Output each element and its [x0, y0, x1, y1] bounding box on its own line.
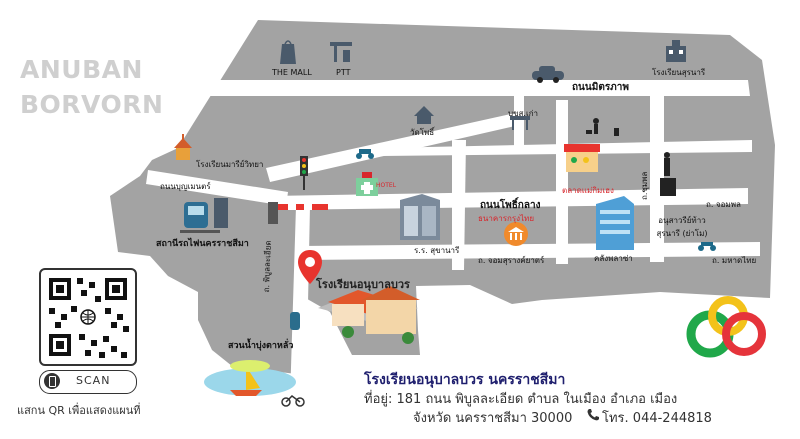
road-bunbueang [146, 170, 288, 206]
label-hospital: ร.ร. สุขานารี [414, 246, 460, 255]
park-icon [204, 360, 296, 396]
label-wat-phothi: วัดโพธิ์ [410, 128, 435, 137]
label-the-mall: THE MALL [272, 68, 312, 77]
market-icon [564, 144, 600, 172]
label-bank: ธนาคารกรุงไทย [478, 214, 535, 223]
school-logo [686, 296, 766, 358]
traffic-light-icon [300, 156, 308, 190]
motorbike-icon [356, 149, 374, 159]
qr-pattern-icon [49, 278, 129, 358]
address-line1: ที่อยู่: 181 ถนน พิบูลละเอียด ตำบล ในเมื… [364, 392, 678, 407]
road-v1 [452, 140, 466, 270]
label-market: ตลาดแม่กิมเฮง [562, 186, 614, 195]
church-icon [174, 134, 192, 160]
address-title: โรงเรียนอนุบาลบวร นครราชสีมา [364, 372, 566, 388]
bank-icon [504, 222, 528, 246]
shopping-plaza-icon [596, 196, 634, 250]
railway-crossing-icon [268, 202, 328, 224]
scan-caption: แสกน QR เพื่อแสดงแผนที่ [17, 404, 141, 417]
telephone-icon [587, 409, 599, 421]
scan-button-label: SCAN [76, 374, 111, 387]
label-bus-station: บขส.เก่า [508, 109, 539, 118]
label-monument: อนุสาวรีย์ท้าวสุรนารี (ย่าโม) [656, 216, 708, 238]
label-school: โรงเรียนอนุบาลบวร [316, 278, 410, 291]
office-building-icon [400, 194, 440, 240]
road-label-mittraphap: ถนนมิตรภาพ [572, 82, 629, 93]
mall-icon [280, 40, 296, 64]
bus-station-icon [510, 116, 530, 130]
road-label-phoklang: ถนนโพธิ์กลาง [480, 200, 541, 211]
road-v4 [514, 96, 524, 150]
qr-code[interactable] [39, 268, 137, 366]
label-train-station: สถานีรถไฟนครราชสีมา [156, 239, 249, 249]
road-label-bunbueang: ถนนบุญเมนตร์ [160, 182, 211, 191]
scan-button[interactable]: SCAN [39, 370, 137, 394]
scooter-icon [698, 242, 716, 251]
car-icon [532, 66, 564, 83]
school-buildings-icon [318, 286, 420, 344]
label-marie-school: โรงเรียนมารีย์วิทยา [196, 160, 264, 169]
road-label-chumphon: ถ.ชุมพล [640, 171, 649, 200]
pedestrian-icon [586, 118, 619, 136]
road-label-jomsurang: ถ. จอมสุรางค์ยาตร์ [478, 256, 545, 265]
temple-icon [414, 106, 434, 124]
address-phone: โทร. 044-244818 [602, 411, 712, 426]
road-label-phibun: ถ. พิบูลละเอียด [261, 240, 273, 293]
location-pin-icon [298, 250, 322, 284]
hospital-icon [356, 172, 378, 196]
train-icon [180, 198, 228, 233]
road-v2 [556, 100, 568, 264]
brand-line2: BORVORN [20, 90, 164, 119]
label-surasak-school: โรงเรียนสุรนารี [652, 68, 706, 77]
monument-icon [660, 152, 676, 196]
label-park: สวนน้ำบุ่งตาหลั่ว [228, 341, 294, 351]
car-top-icon [290, 312, 300, 330]
road-label-jompol: ถ. จอมพล [706, 200, 741, 209]
address-line2: จังหวัด นครราชสีมา 30000 [413, 411, 573, 426]
road-label-mahatthai: ถ. มหาดไทย [712, 256, 757, 265]
road-jomsurang [300, 242, 760, 260]
gas-station-icon [330, 42, 352, 62]
road-mittraphap [206, 80, 750, 96]
school-building-icon [666, 40, 686, 62]
bicycle-icon [281, 395, 305, 407]
label-ptt: PTT [336, 68, 351, 77]
roads [146, 80, 760, 400]
road-v3 [650, 96, 664, 262]
phone-icon [44, 373, 60, 389]
label-klang-plaza: คลังพลาซ่า [594, 254, 633, 263]
label-hotel: HOTEL [376, 182, 397, 189]
brand-line1: ANUBAN [20, 55, 143, 84]
road-upper-diagonal [266, 112, 524, 182]
brand-watermark: ANUBAN BORVORN [20, 52, 180, 122]
